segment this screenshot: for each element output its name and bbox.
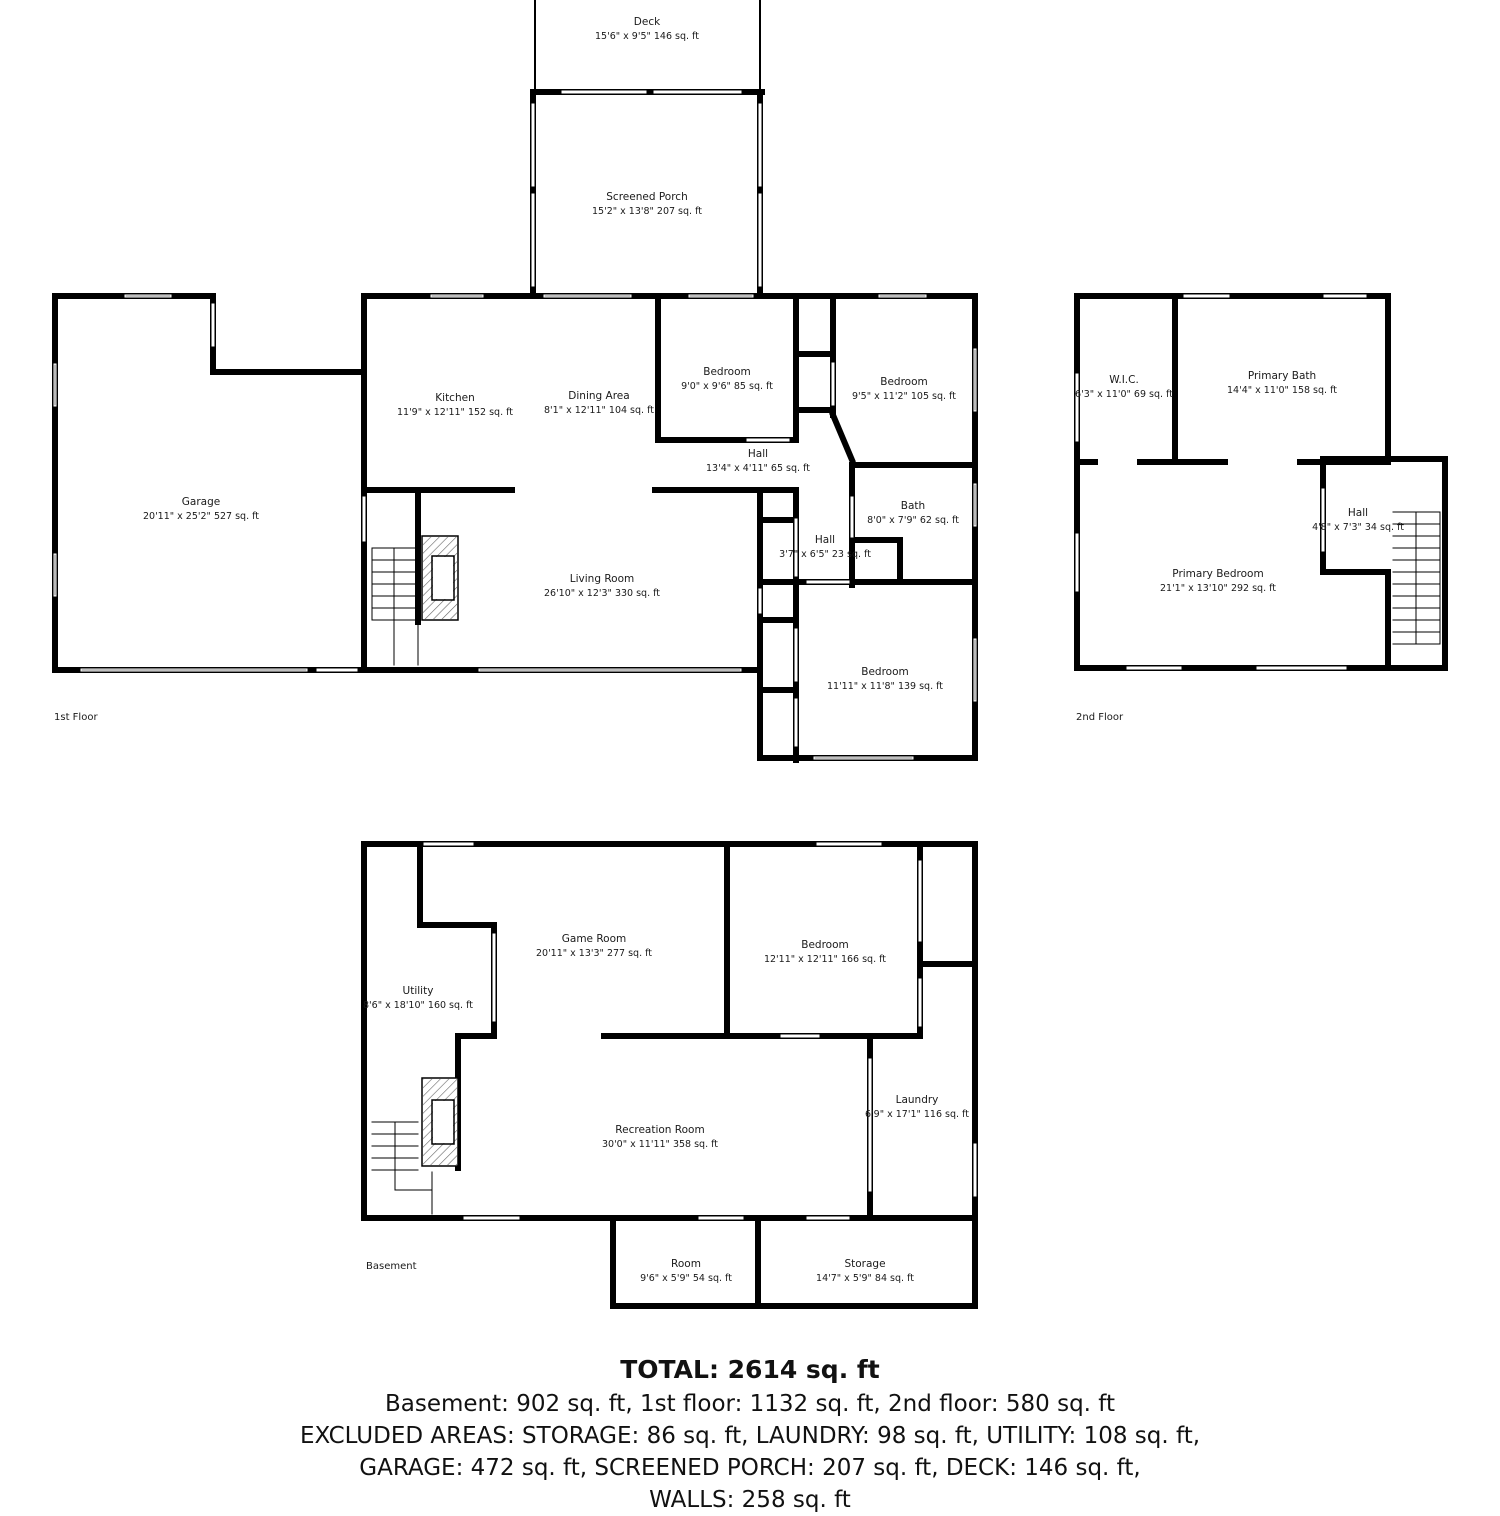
room-label-primary-bedroom: Primary Bedroom 21'1" x 13'10" 292 sq. f…	[1160, 568, 1276, 594]
svg-text:20'11" x 25'2" 527 sq. ft: 20'11" x 25'2" 527 sq. ft	[143, 511, 259, 522]
svg-text:Hall: Hall	[815, 534, 835, 546]
room-label-wic: W.I.C. 6'3" x 11'0" 69 sq. ft	[1075, 374, 1173, 400]
room-label-hall-1: Hall 13'4" x 4'11" 65 sq. ft	[706, 448, 810, 474]
svg-text:Dining Area: Dining Area	[568, 390, 629, 402]
second-floor-windows	[1075, 294, 1367, 670]
svg-text:Bath: Bath	[901, 500, 925, 512]
svg-text:26'10" x 12'3" 330 sq. ft: 26'10" x 12'3" 330 sq. ft	[544, 588, 660, 599]
floor-label-first: 1st Floor	[54, 712, 98, 723]
svg-text:8'6" x 18'10" 160 sq. ft: 8'6" x 18'10" 160 sq. ft	[363, 1000, 473, 1011]
room-label-utility: Utility 8'6" x 18'10" 160 sq. ft	[363, 985, 473, 1011]
svg-text:Bedroom: Bedroom	[801, 939, 849, 951]
svg-text:Primary Bath: Primary Bath	[1248, 370, 1316, 382]
room-label-laundry: Laundry 6'9" x 17'1" 116 sq. ft	[865, 1094, 969, 1120]
svg-text:6'3" x 11'0" 69 sq. ft: 6'3" x 11'0" 69 sq. ft	[1075, 389, 1173, 400]
room-label-bedroom-a: Bedroom 9'0" x 9'6" 85 sq. ft	[681, 366, 773, 392]
svg-text:30'0" x 11'11" 358 sq. ft: 30'0" x 11'11" 358 sq. ft	[602, 1139, 718, 1150]
svg-text:11'11" x 11'8" 139 sq. ft: 11'11" x 11'8" 139 sq. ft	[827, 681, 943, 692]
room-label-room: Room 9'6" x 5'9" 54 sq. ft	[640, 1258, 732, 1284]
room-label-hall-2: Hall 3'7" x 6'5" 23 sq. ft	[779, 534, 871, 560]
svg-text:Laundry: Laundry	[896, 1094, 939, 1106]
svg-text:Screened Porch: Screened Porch	[606, 191, 687, 203]
room-label-primary-bath: Primary Bath 14'4" x 11'0" 158 sq. ft	[1227, 370, 1337, 396]
svg-text:Bedroom: Bedroom	[861, 666, 909, 678]
room-label-bedroom-d: Bedroom 12'11" x 12'11" 166 sq. ft	[764, 939, 886, 965]
garage-walls	[52, 293, 367, 673]
svg-text:Living Room: Living Room	[570, 573, 634, 585]
room-label-bedroom-b: Bedroom 9'5" x 11'2" 105 sq. ft	[852, 376, 956, 402]
svg-text:Hall: Hall	[748, 448, 768, 460]
room-label-screened-porch: Screened Porch 15'2" x 13'8" 207 sq. ft	[592, 191, 702, 217]
basement-stairs	[371, 1121, 433, 1215]
svg-text:Bedroom: Bedroom	[703, 366, 751, 378]
first-floor-stairs	[371, 547, 419, 666]
svg-text:12'11" x 12'11" 166 sq. ft: 12'11" x 12'11" 166 sq. ft	[764, 954, 886, 965]
svg-text:20'11" x 13'3" 277 sq. ft: 20'11" x 13'3" 277 sq. ft	[536, 948, 652, 959]
basement-walls	[361, 841, 978, 1309]
deck-outline	[534, 0, 761, 89]
floor-plan: Deck 15'6" x 9'5" 146 sq. ft Screened Po…	[52, 0, 1448, 1309]
excluded-areas-line-3: WALLS: 258 sq. ft	[649, 1487, 851, 1513]
svg-text:8'0" x 7'9" 62 sq. ft: 8'0" x 7'9" 62 sq. ft	[867, 515, 959, 526]
room-label-bath: Bath 8'0" x 7'9" 62 sq. ft	[867, 500, 959, 526]
svg-text:6'9" x 17'1" 116 sq. ft: 6'9" x 17'1" 116 sq. ft	[865, 1109, 969, 1120]
room-label-deck: Deck 15'6" x 9'5" 146 sq. ft	[595, 16, 699, 42]
room-label-hall-3: Hall 4'8" x 7'3" 34 sq. ft	[1312, 507, 1404, 533]
svg-text:4'8" x 7'3" 34 sq. ft: 4'8" x 7'3" 34 sq. ft	[1312, 522, 1404, 533]
svg-text:11'9" x 12'11" 152 sq. ft: 11'9" x 12'11" 152 sq. ft	[397, 407, 513, 418]
svg-text:3'7" x 6'5" 23 sq. ft: 3'7" x 6'5" 23 sq. ft	[779, 549, 871, 560]
svg-text:15'6" x 9'5" 146 sq. ft: 15'6" x 9'5" 146 sq. ft	[595, 31, 699, 42]
svg-text:13'4" x 4'11" 65 sq. ft: 13'4" x 4'11" 65 sq. ft	[706, 463, 810, 474]
svg-text:9'0" x 9'6" 85 sq. ft: 9'0" x 9'6" 85 sq. ft	[681, 381, 773, 392]
excluded-areas-line-1: EXCLUDED AREAS: STORAGE: 86 sq. ft, LAUN…	[299, 1423, 1201, 1449]
porch-screens	[531, 90, 762, 287]
fireplace-opening-basement	[433, 1101, 453, 1143]
fireplace-opening	[433, 557, 453, 599]
second-floor-walls	[1074, 293, 1448, 671]
floor-areas: Basement: 902 sq. ft, 1st floor: 1132 sq…	[384, 1391, 1116, 1417]
svg-text:14'4" x 11'0" 158 sq. ft: 14'4" x 11'0" 158 sq. ft	[1227, 385, 1337, 396]
room-label-dining: Dining Area 8'1" x 12'11" 104 sq. ft	[544, 390, 654, 416]
svg-text:Game Room: Game Room	[562, 933, 627, 945]
svg-text:Kitchen: Kitchen	[435, 392, 474, 404]
floor-label-second: 2nd Floor	[1076, 712, 1124, 723]
svg-text:Utility: Utility	[403, 985, 434, 997]
room-label-recreation: Recreation Room 30'0" x 11'11" 358 sq. f…	[602, 1124, 718, 1150]
room-label-kitchen: Kitchen 11'9" x 12'11" 152 sq. ft	[397, 392, 513, 418]
svg-text:15'2" x 13'8" 207 sq. ft: 15'2" x 13'8" 207 sq. ft	[592, 206, 702, 217]
svg-text:Storage: Storage	[844, 1258, 885, 1270]
area-summary: TOTAL: 2614 sq. ft Basement: 902 sq. ft,…	[0, 1352, 1500, 1516]
room-label-game-room: Game Room 20'11" x 13'3" 277 sq. ft	[536, 933, 652, 959]
floor-label-basement: Basement	[366, 1261, 417, 1272]
first-floor-window-lines	[54, 295, 976, 759]
svg-text:Room: Room	[671, 1258, 701, 1270]
basement-windows	[423, 842, 977, 1220]
room-label-bedroom-c: Bedroom 11'11" x 11'8" 139 sq. ft	[827, 666, 943, 692]
svg-text:Garage: Garage	[182, 496, 220, 508]
svg-text:14'7" x 5'9" 84 sq. ft: 14'7" x 5'9" 84 sq. ft	[816, 1273, 914, 1284]
svg-text:9'5" x 11'2" 105 sq. ft: 9'5" x 11'2" 105 sq. ft	[852, 391, 956, 402]
room-label-living: Living Room 26'10" x 12'3" 330 sq. ft	[544, 573, 660, 599]
svg-text:21'1" x 13'10" 292 sq. ft: 21'1" x 13'10" 292 sq. ft	[1160, 583, 1276, 594]
svg-text:9'6" x 5'9" 54 sq. ft: 9'6" x 5'9" 54 sq. ft	[640, 1273, 732, 1284]
room-label-garage: Garage 20'11" x 25'2" 527 sq. ft	[143, 496, 259, 522]
svg-text:8'1" x 12'11" 104 sq. ft: 8'1" x 12'11" 104 sq. ft	[544, 405, 654, 416]
svg-text:Deck: Deck	[634, 16, 661, 28]
svg-text:Hall: Hall	[1348, 507, 1368, 519]
svg-text:Recreation Room: Recreation Room	[615, 1124, 704, 1136]
svg-text:W.I.C.: W.I.C.	[1109, 374, 1139, 386]
total-area: TOTAL: 2614 sq. ft	[620, 1355, 880, 1384]
second-floor-stairs	[1392, 511, 1441, 645]
svg-text:Bedroom: Bedroom	[880, 376, 928, 388]
svg-text:Primary Bedroom: Primary Bedroom	[1172, 568, 1263, 580]
excluded-areas-line-2: GARAGE: 472 sq. ft, SCREENED PORCH: 207 …	[359, 1455, 1141, 1481]
room-label-storage: Storage 14'7" x 5'9" 84 sq. ft	[816, 1258, 914, 1284]
